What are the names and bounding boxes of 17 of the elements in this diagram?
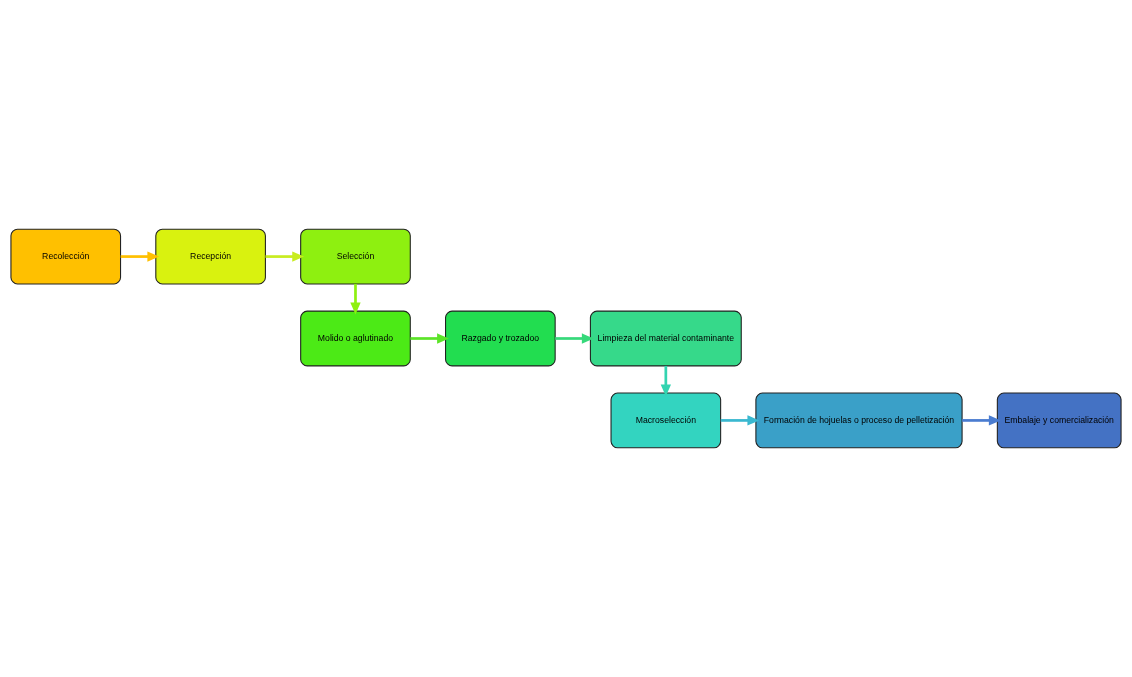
arrow [265,251,305,262]
arrow [350,284,361,315]
arrow [120,251,160,262]
node-box: Selección [300,228,411,285]
arrow [410,333,449,344]
node-box: Recepción [155,228,266,285]
arrow [962,415,1001,426]
node-box: Macroselección [610,392,722,449]
node-box: Razgado y trozadoo [445,310,556,367]
node-box: Molido o aglutinado [300,310,411,367]
node-box: Formación de hojuelas o proceso de pelletización [755,392,963,449]
arrow [720,415,760,426]
arrow [555,333,594,344]
node-box: Embalaje y comercialización [996,392,1122,449]
node-box: Recolección [10,228,122,285]
arrow [660,365,671,397]
node-box: Limpieza del material contaminante [589,310,742,367]
